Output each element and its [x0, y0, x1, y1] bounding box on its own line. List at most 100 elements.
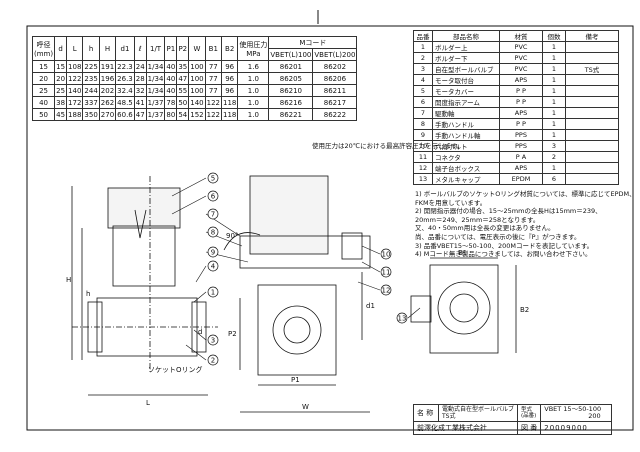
col-L: L [66, 36, 84, 61]
parts-cell: 2 [413, 52, 433, 64]
note-line: 20mm＝249、25mm＝258となります。 [415, 215, 540, 224]
dimension-cell: 122 [204, 108, 223, 121]
dimension-cell: 86221 [268, 108, 314, 121]
parts-cell: 1 [542, 63, 566, 75]
parts-cell: 10 [413, 140, 433, 152]
col-part-no: 品番 [413, 30, 433, 42]
col-d1: d1 [115, 36, 135, 61]
col-d: d [54, 36, 68, 61]
company-name: 前澤化成工業株式会社 [412, 421, 519, 435]
dimension-cell: 86201 [268, 60, 314, 73]
col-remarks: 備考 [565, 30, 619, 42]
dimension-cell: 140 [188, 96, 206, 109]
parts-cell: 自在型ボールバルブ [432, 63, 500, 75]
dimension-cell: 86217 [312, 96, 358, 109]
parts-cell: 1 [413, 41, 433, 53]
callout-label: 13 [398, 315, 407, 323]
col-h: h [82, 36, 100, 61]
parts-cell: 3 [542, 140, 566, 152]
name-value-2: TS式 [442, 413, 456, 420]
dimension-cell: 50 [31, 108, 56, 121]
dimension-cell: 191 [98, 60, 117, 73]
note-line: 1) ボールバルブのソケットOリング材質については、標準に応じてEPDM、 [415, 190, 636, 198]
name-value-1: 電動式自在型ボールバルブ [442, 406, 515, 413]
parts-cell [565, 41, 619, 53]
parts-cell: 2 [542, 151, 566, 163]
dimension-cell: 337 [82, 96, 100, 109]
callout-6: 6 [207, 190, 219, 202]
dimension-cell: 86211 [312, 84, 358, 97]
notes: 1) ボールバルブのソケットOリング材質については、標準に応じてEPDM、 FK… [415, 190, 636, 259]
dimension-cell: 48.5 [115, 96, 135, 109]
dimension-cell: 1.0 [237, 72, 270, 85]
dimension-labels: H h L d d1 P1 P2 W B1 B2 90° ソケットOリング [66, 232, 529, 411]
dim-label-angle: 90° [226, 232, 238, 240]
parts-cell: PPS [499, 129, 543, 141]
callout-8: 8 [207, 226, 219, 238]
callout-label: 4 [211, 263, 216, 271]
parts-cell: 5 [413, 85, 433, 97]
dimension-cell: 86222 [312, 108, 358, 121]
dimension-cell: 86205 [268, 72, 314, 85]
drawing-number: 20009000 [540, 421, 613, 435]
dim-label-W: W [302, 403, 309, 411]
parts-cell: 1 [542, 74, 566, 86]
parts-cell: P P [499, 118, 543, 130]
callout-12: 12 [380, 284, 392, 296]
col-mcode-200: VBET(L)200 [312, 48, 358, 61]
dimension-cell: 1.0 [237, 84, 270, 97]
dimension-cell: 108 [66, 60, 84, 73]
parts-cell: 3 [413, 63, 433, 75]
dimension-cell: 77 [204, 72, 223, 85]
dimension-cell: 1.0 [237, 96, 270, 109]
name-label: 名 称 [413, 404, 439, 422]
dimension-table: 呼径(mm) d L h H d1 ℓ 1/T P1 P2 W B1 B2 使用… [31, 36, 358, 121]
parts-cell: PVC [499, 52, 543, 64]
dimension-cell: 1/34 [145, 84, 166, 97]
parts-cell: メタルキャップ [432, 173, 500, 185]
dimension-cell: 350 [82, 108, 100, 121]
dimension-cell: 96 [220, 84, 239, 97]
dimension-cell: 188 [66, 108, 84, 121]
parts-cell: 9 [413, 129, 433, 141]
dimension-cell: 118 [220, 108, 239, 121]
dimension-cell: 77 [204, 60, 223, 73]
callout-4: 4 [207, 260, 219, 272]
parts-cell: 11 [413, 151, 433, 163]
dim-label-h: h [86, 290, 90, 298]
parts-cell: ボルダー上 [432, 41, 500, 53]
parts-cell [565, 118, 619, 130]
dimension-cell: 225 [82, 60, 100, 73]
dimension-cell: 86206 [312, 72, 358, 85]
col-H: H [98, 36, 117, 61]
dimension-cell: 244 [82, 84, 100, 97]
callout-3: 3 [207, 334, 219, 346]
angle-arc [223, 232, 261, 251]
dimension-table-header: 呼径(mm) d L h H d1 ℓ 1/T P1 P2 W B1 B2 使用… [31, 36, 358, 61]
dimension-cell: 40 [31, 96, 56, 109]
callout-label: 2 [211, 357, 215, 365]
dimension-cell: 40 [164, 84, 178, 97]
parts-cell: P P [499, 85, 543, 97]
col-material: 材質 [499, 30, 543, 42]
parts-cell: APS [499, 74, 543, 86]
dim-label-B2: B2 [520, 306, 529, 314]
dimension-cell: 32 [133, 84, 147, 97]
model-label: 型式(品番) [517, 404, 542, 422]
parts-cell: PVC [499, 63, 543, 75]
dimension-cell: 40 [164, 72, 178, 85]
dimension-cell: 262 [98, 96, 117, 109]
parts-cell [565, 85, 619, 97]
pressure-footnote: 使用圧力は20℃における最高許容圧力を示します。 [312, 142, 464, 150]
parts-cell: P P [499, 96, 543, 108]
parts-cell: 1 [542, 129, 566, 141]
parts-cell [565, 52, 619, 64]
